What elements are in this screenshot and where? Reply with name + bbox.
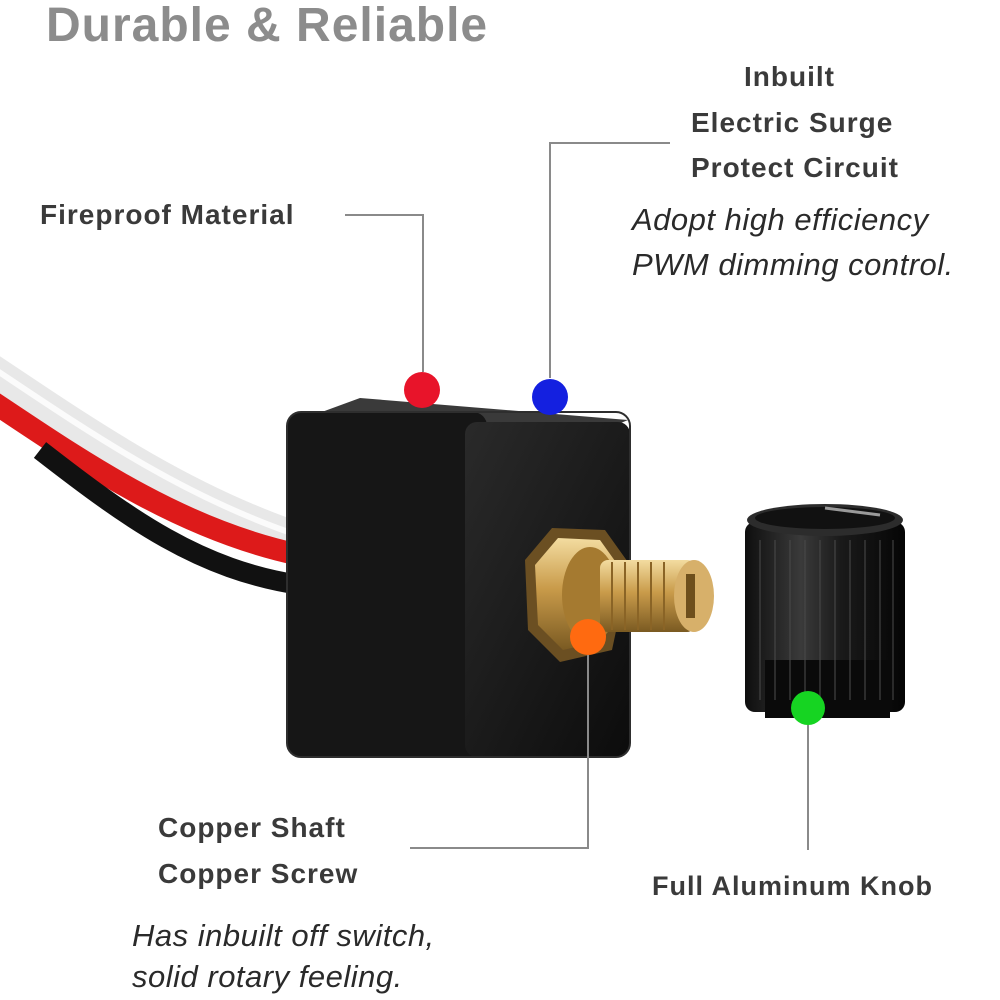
copper-dot (570, 619, 606, 655)
knob-dot (791, 691, 825, 725)
surge-label-line-2: Electric Surge (691, 107, 894, 138)
surge-label-line-3: Protect Circuit (691, 152, 899, 183)
aluminum-knob (745, 504, 905, 718)
copper-shaft (525, 528, 714, 662)
fireproof-label: Fireproof Material (40, 199, 295, 230)
copper-note-line-1: Has inbuilt off switch, (132, 918, 435, 953)
surge-label-line-1: Inbuilt (744, 61, 835, 92)
copper-note-line-2: solid rotary feeling. (132, 959, 403, 994)
fireproof-dot (404, 372, 440, 408)
page-title: Durable & Reliable (46, 0, 489, 52)
copper-label-line-1: Copper Shaft (158, 812, 346, 843)
leader-lines (345, 142, 809, 850)
copper-label-line-2: Copper Screw (158, 858, 359, 889)
surge-dot (532, 379, 568, 415)
knob-label: Full Aluminum Knob (652, 871, 933, 901)
wires (0, 356, 306, 595)
surge-note-line-2: PWM dimming control. (632, 247, 954, 282)
surge-note-line-1: Adopt high efficiency (632, 202, 929, 237)
